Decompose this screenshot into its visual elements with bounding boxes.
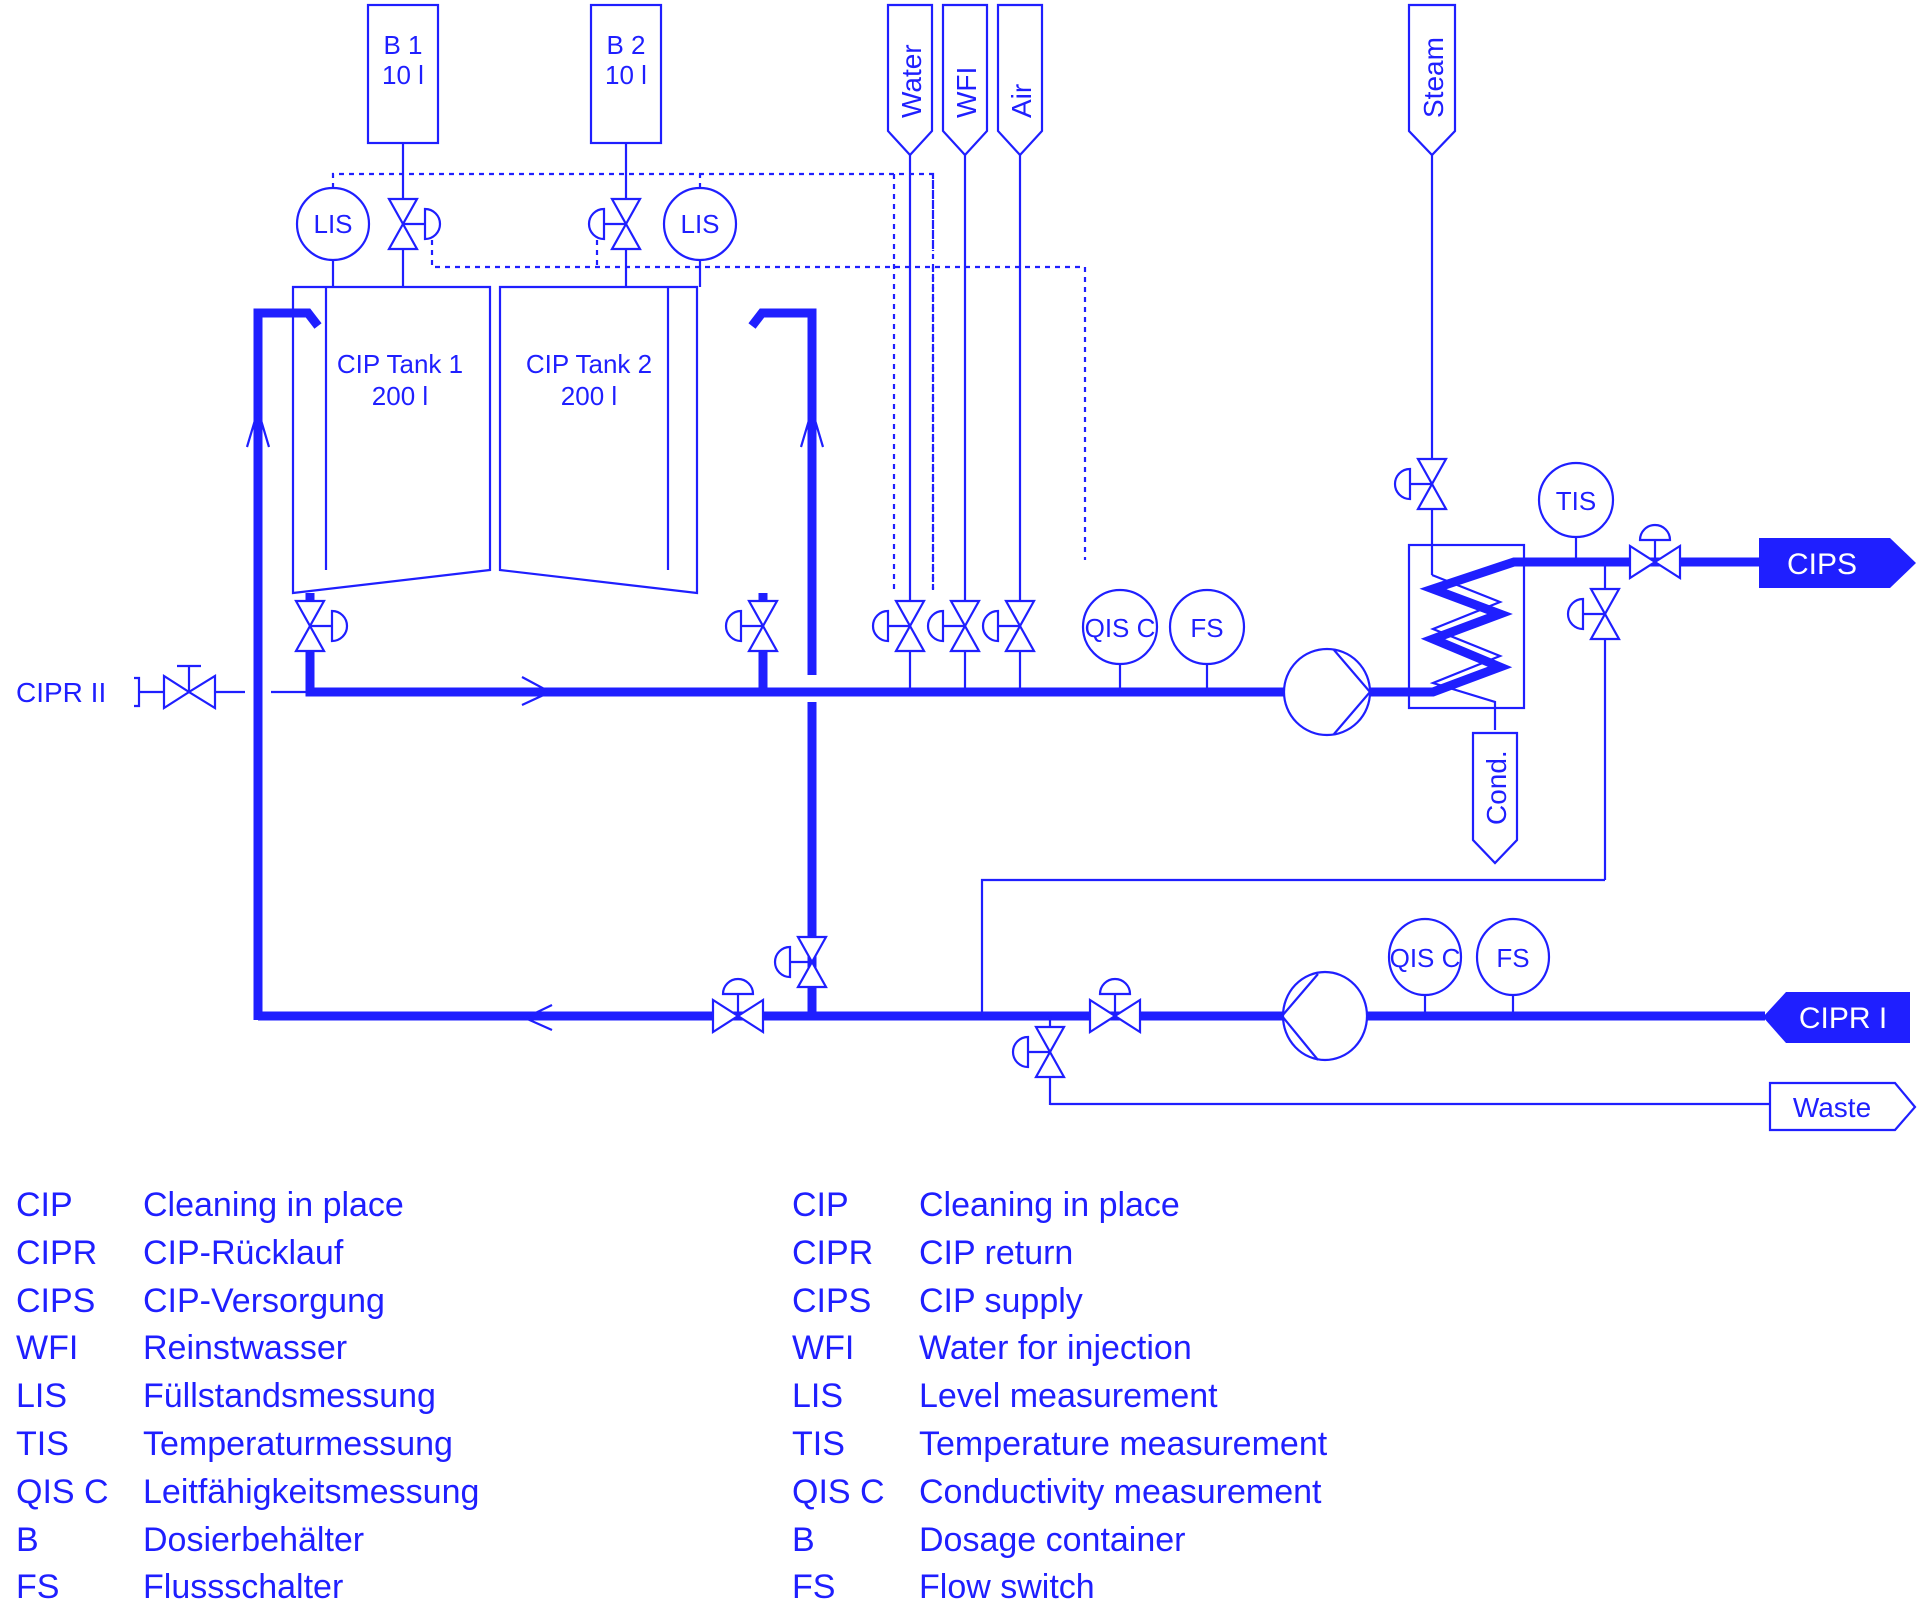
return-valve-tank-bypass[interactable] (711, 977, 765, 1034)
inlet-water: Water (886, 3, 934, 157)
supply-pump-icon[interactable] (1282, 647, 1372, 737)
cip-tank-1: CIP Tank 1 200 l (291, 285, 492, 595)
cips-valve[interactable] (1628, 523, 1682, 580)
inlet-wfi: WFI (941, 3, 989, 157)
return-line-tank1 (253, 308, 322, 1020)
cipr2-manual-valve[interactable] (162, 664, 217, 711)
cips-connection: CIPS (1759, 538, 1916, 588)
tis-instrument: TIS (1537, 461, 1615, 562)
tank1-label: CIP Tank 1 (337, 349, 463, 379)
return-valve-main[interactable] (1088, 977, 1142, 1034)
svg-text:LIS: LIS (313, 209, 352, 239)
tank2-label: CIP Tank 2 (526, 349, 652, 379)
inlet-air: Air (996, 3, 1044, 157)
svg-text:CIPR I: CIPR I (1799, 1002, 1887, 1035)
svg-text:Air: Air (1006, 84, 1037, 118)
tank2-volume: 200 l (561, 381, 617, 411)
svg-text:FS: FS (1190, 613, 1223, 643)
dosage-container-b2: B 2 10 l (589, 3, 663, 145)
lis-instrument-tank2: LIS (662, 186, 738, 287)
outlet-waste: Waste (1768, 1081, 1917, 1132)
svg-text:CIPS: CIPS (1787, 548, 1857, 581)
cipr1-connection: CIPR I (1763, 992, 1910, 1043)
qisc-instrument-supply: QIS C (1081, 588, 1159, 692)
svg-text:QIS C: QIS C (1085, 613, 1156, 643)
svg-text:LIS: LIS (680, 209, 719, 239)
inlet-steam: Steam (1407, 3, 1457, 157)
tank2-return-valve[interactable] (773, 935, 828, 989)
heat-exchanger (1407, 543, 1526, 710)
return-pump-icon[interactable] (1280, 970, 1369, 1062)
supply-line (1370, 557, 1780, 697)
b1-label: B 1 (383, 30, 422, 60)
svg-text:Cond.: Cond. (1481, 750, 1512, 825)
svg-text:QIS C: QIS C (1390, 943, 1461, 973)
fs-instrument-return: FS (1475, 917, 1551, 1016)
svg-text:FS: FS (1496, 943, 1529, 973)
return-line-tank2 (748, 308, 817, 675)
b2-label: B 2 (606, 30, 645, 60)
waste-valve[interactable] (1011, 1025, 1066, 1079)
svg-text:Waste: Waste (1793, 1092, 1871, 1123)
b2-volume: 10 l (605, 60, 647, 90)
cipr2-label: CIPR II (16, 677, 106, 708)
steam-valve[interactable] (1393, 457, 1448, 511)
cipr2-cap-icon (134, 676, 141, 708)
fs-instrument-supply: FS (1168, 588, 1246, 692)
b1-volume: 10 l (382, 60, 424, 90)
tank1-outlet-valve[interactable] (294, 599, 349, 653)
tank1-volume: 200 l (372, 381, 428, 411)
outlet-condensate: Cond. (1471, 731, 1519, 865)
bypass-valve[interactable] (1566, 587, 1621, 641)
tank2-outlet-valve[interactable] (724, 599, 779, 653)
svg-text:TIS: TIS (1556, 486, 1596, 516)
air-valve[interactable] (981, 599, 1036, 653)
wfi-valve[interactable] (926, 599, 981, 653)
qisc-instrument-return: QIS C (1387, 917, 1463, 1016)
cip-diagram: B 1 10 l B 2 10 l LIS LIS CIP Tank 1 200… (16, 3, 1917, 1132)
cip-tank-2: CIP Tank 2 200 l (498, 285, 699, 595)
dosage-container-b1: B 1 10 l (366, 3, 440, 145)
svg-text:Water: Water (896, 44, 927, 118)
water-valve[interactable] (871, 599, 926, 653)
svg-text:WFI: WFI (951, 67, 982, 118)
svg-text:Steam: Steam (1418, 37, 1449, 118)
lis-instrument-tank1: LIS (295, 186, 371, 287)
